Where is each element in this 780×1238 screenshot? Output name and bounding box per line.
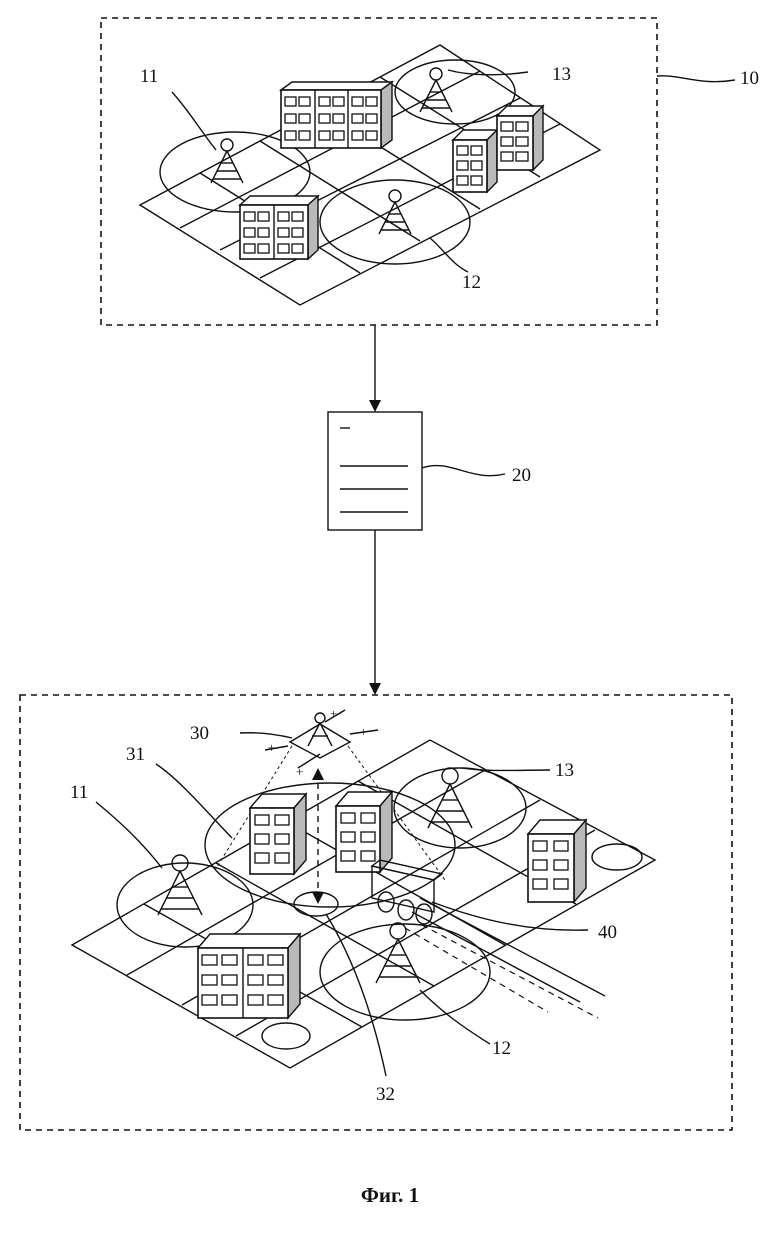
landing-zone xyxy=(592,844,642,870)
building-icon xyxy=(336,792,392,872)
label-12-bottom: 12 xyxy=(492,1038,511,1059)
building-icon xyxy=(453,130,497,192)
building-icon xyxy=(240,196,318,259)
svg-text:+: + xyxy=(268,740,275,755)
label-13-bottom: 13 xyxy=(555,760,574,781)
label-40: 40 xyxy=(598,922,617,943)
tower-13-icon xyxy=(428,768,472,828)
label-11-bottom: 11 xyxy=(70,782,88,803)
bottom-block: + + + + xyxy=(20,695,732,1130)
label-32: 32 xyxy=(376,1084,395,1105)
arrow-to-bottom-block xyxy=(369,530,381,695)
label-10: 10 xyxy=(740,68,759,89)
label-20: 20 xyxy=(512,465,531,486)
building-icon xyxy=(281,82,392,148)
arrow-to-document xyxy=(369,325,381,412)
building-icon xyxy=(497,106,543,170)
building-icon xyxy=(250,794,306,874)
building-icon xyxy=(198,934,300,1018)
svg-text:+: + xyxy=(296,764,303,779)
top-dashed-frame xyxy=(101,18,657,325)
landing-zone xyxy=(262,1023,310,1049)
label-30: 30 xyxy=(190,723,209,744)
svg-text:+: + xyxy=(330,706,337,721)
document-icon: 20 xyxy=(328,412,531,530)
top-block: 11 13 12 10 xyxy=(101,18,759,325)
building-icon xyxy=(528,820,586,902)
label-12: 12 xyxy=(462,272,481,293)
svg-text:+: + xyxy=(360,724,367,739)
drone-icon: + + + + xyxy=(265,706,378,779)
label-31: 31 xyxy=(126,744,145,765)
coverage-ellipse-13 xyxy=(394,768,526,848)
label-11: 11 xyxy=(140,66,158,87)
tower-12-icon xyxy=(379,190,411,234)
tower-11-icon xyxy=(211,139,243,183)
bottom-grid xyxy=(72,740,655,1068)
coverage-ellipse-31 xyxy=(205,783,455,907)
figure-caption: Фиг. 1 xyxy=(361,1183,419,1207)
coverage-ellipse-13 xyxy=(395,60,515,124)
label-13: 13 xyxy=(552,64,571,85)
